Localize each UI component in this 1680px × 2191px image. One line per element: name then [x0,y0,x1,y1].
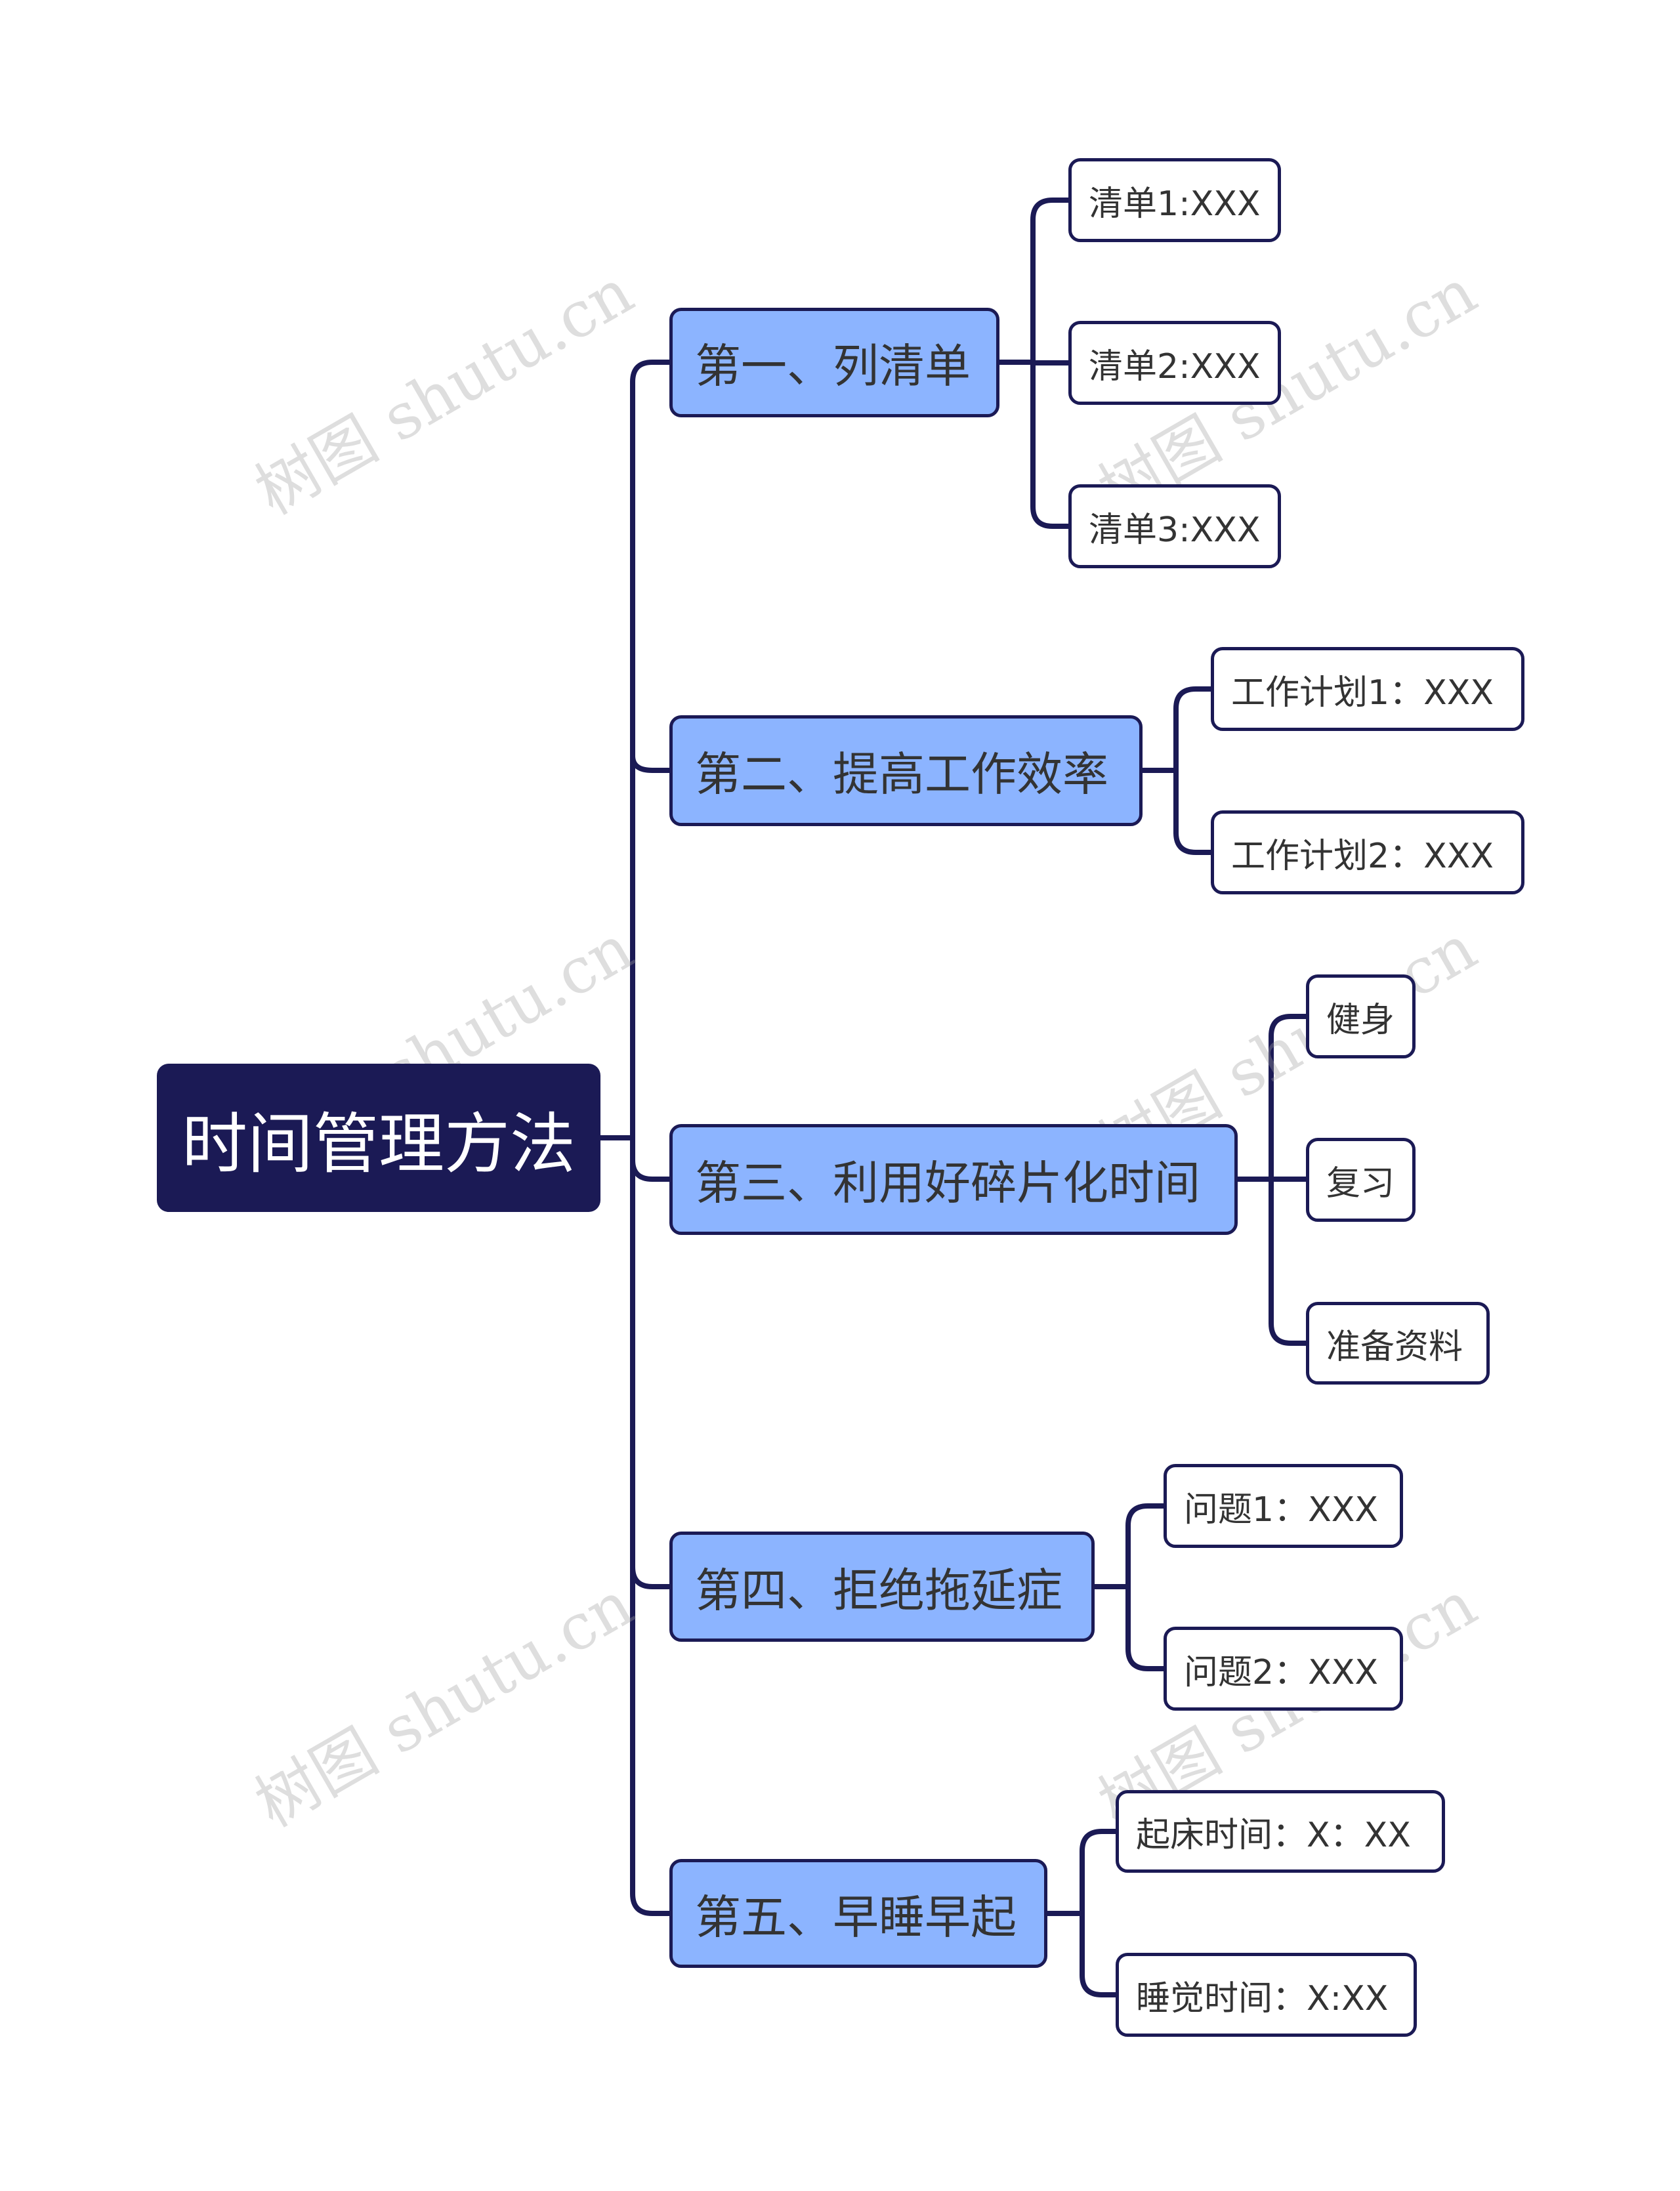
leaf-node[interactable]: 清单1:XXX [1068,158,1281,242]
leaf-node[interactable]: 清单2:XXX [1068,321,1281,405]
branch5-connector [1047,1829,1116,1997]
leaf-node[interactable]: 工作计划1：XXX [1211,647,1524,731]
leaf-node[interactable]: 清单3:XXX [1068,484,1281,568]
leaf-node[interactable]: 复习 [1306,1138,1416,1222]
spine-connector [630,360,669,1916]
leaf-node[interactable]: 起床时间：X：XX [1116,1790,1445,1873]
leaf-node[interactable]: 睡觉时间：X:XX [1116,1953,1417,2037]
branch-node-1[interactable]: 第一、列清单 [669,308,999,417]
leaf-node[interactable]: 健身 [1306,974,1416,1058]
leaf-node[interactable]: 问题1：XXX [1164,1464,1403,1548]
branch-node-4[interactable]: 第四、拒绝拖延症 [669,1532,1095,1642]
branch-node-3[interactable]: 第三、利用好碎片化时间 [669,1124,1238,1235]
root-node[interactable]: 时间管理方法 [157,1064,600,1212]
leaf-node[interactable]: 准备资料 [1306,1302,1490,1385]
branch3-connector [1238,1014,1306,1346]
branch4-connector [1095,1503,1164,1671]
branch1-connector [999,198,1068,529]
leaf-node[interactable]: 问题2：XXX [1164,1627,1403,1711]
branch-node-5[interactable]: 第五、早睡早起 [669,1859,1047,1968]
branch2-connector [1143,686,1211,855]
branch-node-2[interactable]: 第二、提高工作效率 [669,715,1143,826]
leaf-node[interactable]: 工作计划2：XXX [1211,810,1524,894]
